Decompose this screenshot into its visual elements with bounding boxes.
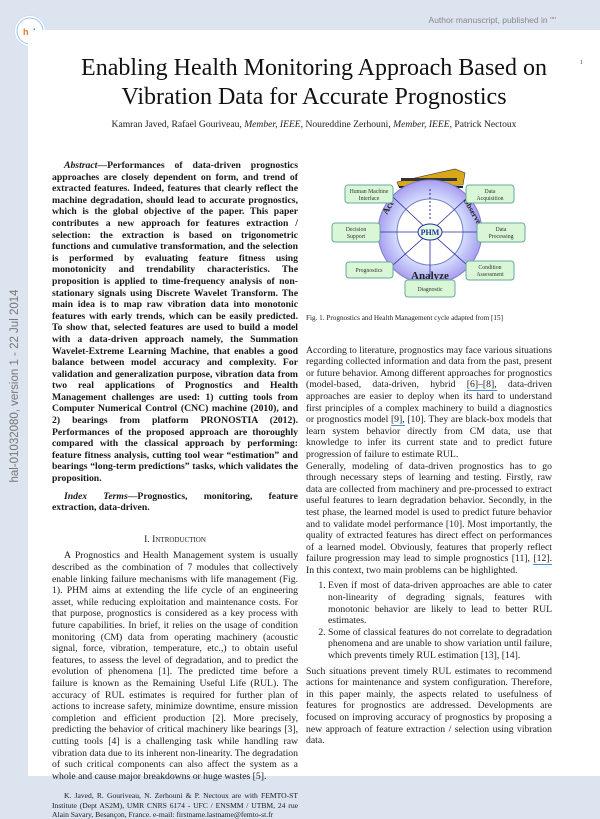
text: In this context, two main problems can b… [306,564,518,576]
list-item: Some of classical features do not correl… [328,627,552,662]
box-diagnostic: Diagnostic [404,279,456,298]
box-text: Interface [359,195,380,202]
citation-link[interactable]: [9], [390,414,405,427]
problems-list: Even if most of data-driven approaches a… [306,580,552,661]
abstract: Abstract—Performances of data-driven pro… [52,160,298,485]
left-column: Abstract—Performances of data-driven pro… [52,160,298,819]
phm-center [417,223,443,241]
box-text: Assessment [476,272,504,278]
title-line-1: Enabling Health Monitoring Approach Base… [81,55,547,81]
box-text: Processing [488,234,513,240]
paragraph-literature: According to literature, prognostics may… [306,345,552,461]
phm-label: PHM [421,228,440,237]
abstract-label: Abstract [64,160,98,171]
figure-caption: Fig. 1. Prognostics and Health Managemen… [306,314,504,322]
section-heading: I. Introduction [144,533,206,545]
index-terms: Index Terms—Prognostics, monitoring, fea… [52,491,298,514]
author-membership: Member, IEEE, [393,119,452,130]
svg-text:h: h [23,27,29,37]
paragraph-conclusion: Such situations prevent timely RUL estim… [306,665,552,747]
author-membership: Member, IEEE, [244,119,304,130]
paragraph-modeling: Generally, modeling of data-driven progn… [306,461,552,577]
text: Generally, modeling of data-driven progn… [306,460,552,565]
index-terms-label: Index Terms [64,490,128,502]
text: data-driven approaches are easier to dep… [306,379,552,426]
citation-link[interactable]: [12]. [533,553,552,566]
box-text: Support [347,234,366,240]
title-line-2: Vibration Data for Accurate Prognostics [121,84,507,110]
hal-stamp: hal-01032080, version 1 - 22 Jul 2014 [9,289,21,483]
paper-title: Enabling Health Monitoring Approach Base… [28,54,600,112]
right-column: Fig. 1. Prognostics and Health Managemen… [306,313,552,747]
citation-link[interactable]: [6]–[8], [466,379,497,392]
footnote: K. Javed, R. Gouriveau, N. Zerhouni & P.… [52,791,298,819]
author-text: Noureddine Zerhouni, [303,119,394,130]
list-item: Even if most of data-driven approaches a… [328,580,552,626]
text: [10]. They are black-box models that lea… [306,414,552,460]
page-number: 1 [580,60,583,66]
box-text: Prognostics [355,268,383,274]
phm-cycle-diagram: PHM Act Observe Analyze Human MachineInt… [331,168,526,298]
text: According to literature, prognostics may… [306,344,552,391]
box-text: Diagnostic [417,287,443,293]
box-text: Decision [346,227,367,233]
authors: Kamran Javed, Rafael Gouriveau, Member, … [28,119,600,130]
box-text: Data [485,189,496,195]
paper-page: 1 [28,30,600,776]
box-text: Acquisition [476,196,503,202]
index-terms-text: —Prognostics, monitoring, feature extrac… [52,490,298,514]
intro-paragraph: A Prognostics and Health Management syst… [52,550,298,782]
box-text: Condition [478,265,501,271]
abstract-text: —Performances of data-driven prognostics… [52,160,298,485]
header-note: Author manuscript, published in "" [428,15,556,25]
box-text: Data [496,227,507,233]
box-prognostics: Prognostics [345,261,394,279]
author-text: Kamran Javed, Rafael Gouriveau, [111,119,245,130]
author-text: Patrick Nectoux [452,119,517,130]
ring-label-analyze: Analyze [411,270,449,282]
box-text: Human Machine [350,189,389,195]
